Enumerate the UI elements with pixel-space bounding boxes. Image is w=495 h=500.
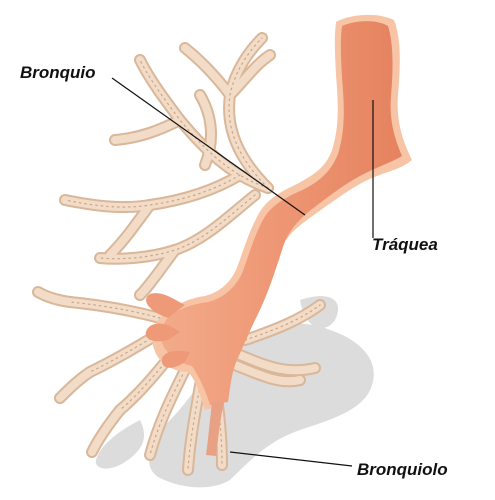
label-traquea: Tráquea — [372, 236, 438, 253]
label-bronquio: Bronquio — [20, 64, 96, 81]
label-bronquiolo: Bronquiolo — [357, 461, 448, 478]
